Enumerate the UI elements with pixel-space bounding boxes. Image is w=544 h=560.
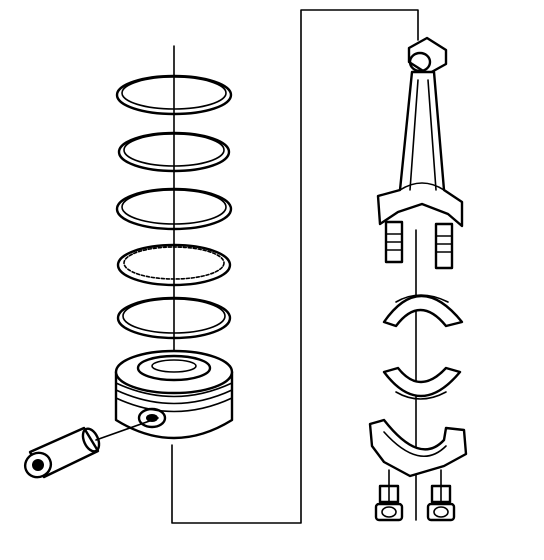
piston-pin-bore xyxy=(137,407,167,429)
piston-ring xyxy=(117,131,231,173)
piston-ring-set xyxy=(115,74,233,340)
upper-bearing-shell xyxy=(382,294,464,328)
lower-bearing-shell xyxy=(382,366,462,400)
connecting-rod-cap xyxy=(368,418,468,504)
assembly-leader-line xyxy=(171,9,419,524)
piston-ring xyxy=(115,74,233,116)
rod-nut xyxy=(374,469,404,522)
rod-nut xyxy=(426,469,456,522)
connecting-rod xyxy=(376,36,464,270)
piston xyxy=(114,349,234,440)
piston-pin xyxy=(23,426,101,479)
piston-ring xyxy=(116,296,232,340)
piston-pin-leader xyxy=(95,417,159,441)
piston-ring xyxy=(115,187,233,231)
piston-ring xyxy=(116,243,232,287)
